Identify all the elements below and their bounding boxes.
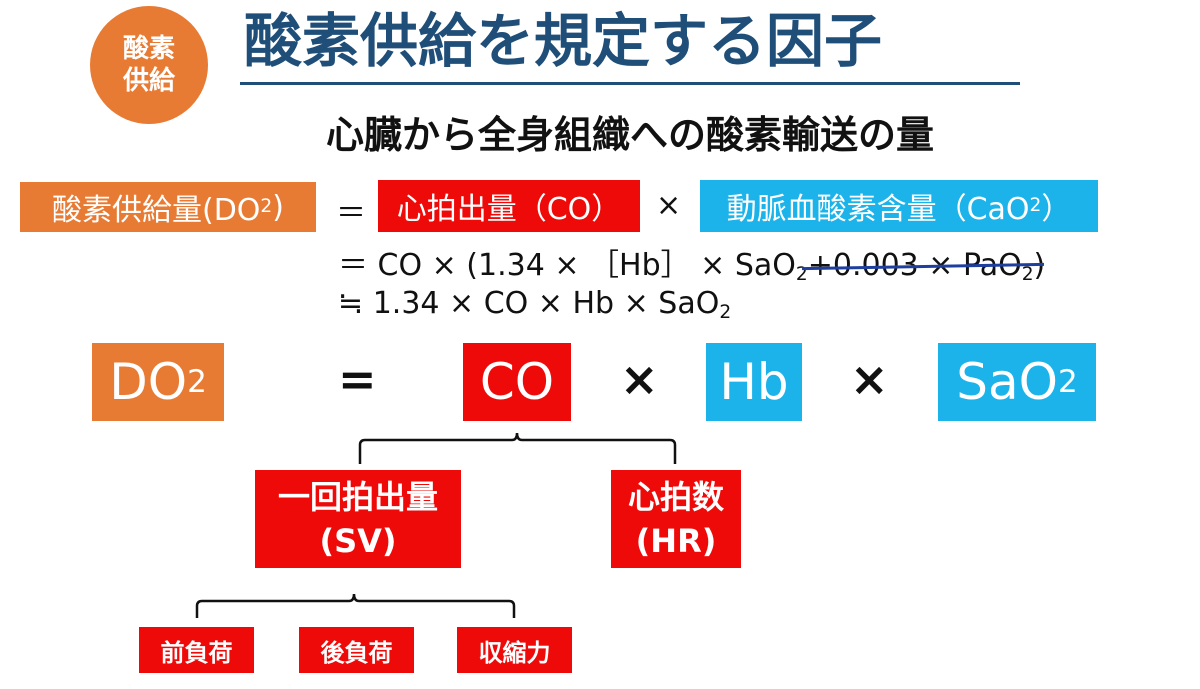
heart-rate-abbr: (HR) bbox=[635, 522, 717, 560]
preload-label: 前負荷 bbox=[160, 638, 233, 667]
page-subtitle: 心臓から全身組織への酸素輸送の量 bbox=[325, 113, 934, 157]
big-sao2-text: SaO bbox=[956, 353, 1058, 411]
struck-term-sub: 2 bbox=[1021, 264, 1034, 286]
big-hb-box: Hb bbox=[706, 343, 802, 421]
badge-line-2: 供給 bbox=[122, 66, 175, 96]
heart-rate-box: 心拍数 (HR) bbox=[611, 470, 741, 568]
afterload-box: 後負荷 bbox=[299, 627, 414, 673]
afterload-label: 後負荷 bbox=[320, 638, 393, 667]
co-label-box: 心拍出量（CO） bbox=[378, 180, 640, 232]
approx-formula: ≒ 1.34 × CO × Hb × SaO2 bbox=[338, 286, 732, 324]
big-times-sign-1: × bbox=[620, 352, 659, 406]
co-label: 心拍出量（CO） bbox=[396, 192, 622, 227]
big-do2-text: DO bbox=[109, 353, 188, 411]
stroke-volume-box: 一回拍出量 (SV) bbox=[255, 470, 461, 568]
contractility-box: 収縮力 bbox=[457, 627, 572, 673]
big-times-sign-2: × bbox=[850, 352, 889, 406]
heart-rate-label: 心拍数 bbox=[627, 478, 724, 516]
topic-badge: 酸素 供給 bbox=[90, 6, 208, 124]
expanded-formula-sub-1: 2 bbox=[795, 264, 808, 286]
contractility-label: 収縮力 bbox=[478, 638, 551, 667]
big-co-text: CO bbox=[479, 353, 555, 411]
struck-term: +0.003 × PaO2 bbox=[801, 248, 1044, 286]
cao2-label-close: ） bbox=[1041, 192, 1072, 227]
stroke-volume-label: 一回拍出量 bbox=[277, 478, 438, 516]
expanded-formula-prefix: ＝ CO × (1.34 × ［Hb］ × SaO bbox=[338, 248, 796, 283]
sv-bracket bbox=[195, 593, 516, 618]
title-underline bbox=[240, 82, 1020, 85]
approx-formula-text: ≒ 1.34 × CO × Hb × SaO bbox=[338, 286, 720, 321]
times-sign-1: × bbox=[656, 188, 682, 223]
big-equals-sign: = bbox=[338, 352, 377, 406]
approx-formula-sub: 2 bbox=[719, 302, 732, 324]
co-bracket bbox=[358, 432, 677, 464]
page-title: 酸素供給を規定する因子 bbox=[244, 7, 883, 75]
preload-box: 前負荷 bbox=[139, 627, 254, 673]
equals-sign-1: ＝ bbox=[336, 196, 366, 231]
do2-label: 酸素供給量(DO bbox=[52, 193, 261, 228]
stroke-volume-abbr: (SV) bbox=[319, 522, 397, 560]
do2-label-close: ) bbox=[272, 189, 284, 225]
expanded-formula: ＝ CO × (1.34 × ［Hb］ × SaO2+0.003 × PaO2) bbox=[338, 240, 1045, 284]
big-hb-text: Hb bbox=[719, 353, 789, 411]
cao2-label: 動脈血酸素含量（CaO bbox=[726, 192, 1030, 227]
badge-line-1: 酸素 bbox=[122, 33, 175, 64]
big-co-box: CO bbox=[463, 343, 571, 421]
